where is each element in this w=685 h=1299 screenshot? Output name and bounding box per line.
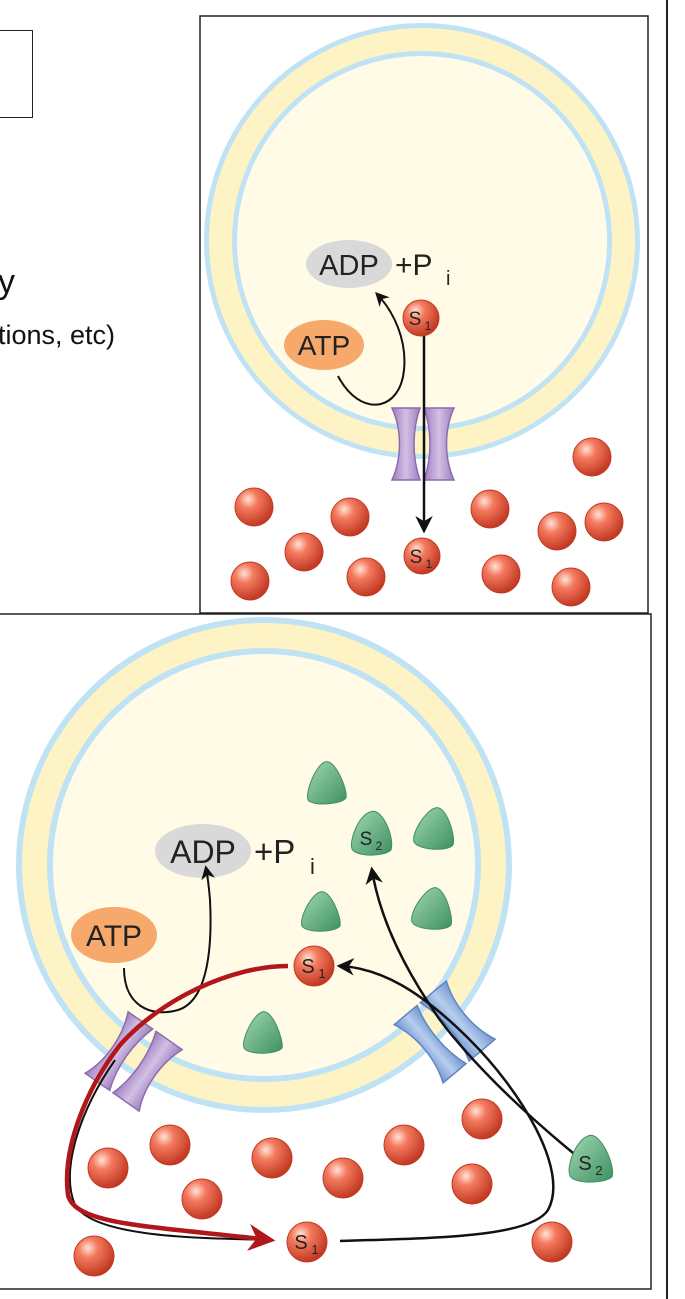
top-pi-subscript: i <box>446 268 450 290</box>
bottom-atp-hydrolysis-arrow <box>123 865 216 1014</box>
top-atp-hydrolysis-arrow <box>337 291 406 406</box>
bottom-s1-return-arrow <box>336 957 555 1243</box>
bottom-panel: S 2 ADP +P i ATP S 1 <box>0 613 652 1290</box>
bottom-s2-inside-triangle <box>350 810 393 856</box>
top-s1-outside-sub: 1 <box>426 557 433 571</box>
top-adp-label: ADP <box>319 250 379 282</box>
top-s1-outside-ball <box>403 537 441 575</box>
bottom-s1-outside-ball <box>286 1221 328 1263</box>
bottom-plus-p: +P <box>254 833 295 870</box>
bottom-s1-inside-ball <box>293 945 335 987</box>
top-panel: ADP +P i ATP S 1 <box>199 15 649 614</box>
top-outside-s1-cluster <box>230 437 624 607</box>
bottom-s2-outside-sub: 2 <box>595 1163 602 1178</box>
top-cytoplasm <box>237 56 607 426</box>
bottom-s2-inside-label: S <box>360 829 373 850</box>
bottom-s1-outside-label: S <box>294 1232 307 1254</box>
slide-edge-line <box>666 0 668 1299</box>
subtext-fragment: tions, etc) <box>0 320 116 350</box>
top-adp-badge <box>306 240 392 288</box>
bottom-blue-cotransporter <box>392 979 497 1085</box>
bottom-adp-badge <box>155 824 251 878</box>
bottom-pi-subscript: i <box>310 854 315 879</box>
bottom-atp-label: ATP <box>86 920 142 953</box>
bottom-atp-badge <box>71 907 157 963</box>
bottom-s1-efflux-red-arrow <box>64 963 289 1251</box>
heading-fragment: y <box>0 263 15 301</box>
top-s1-inside-sub: 1 <box>425 319 432 333</box>
slide-fragment-box <box>0 30 33 118</box>
top-s1-inside-label: S <box>409 309 422 330</box>
bottom-s2-cluster-inside <box>243 761 455 1054</box>
bottom-s2-outside-triangle <box>568 1134 614 1183</box>
top-atp-label: ATP <box>298 330 350 361</box>
bottom-s1-outside-sub: 1 <box>311 1242 318 1257</box>
bottom-s1-inside-sub: 1 <box>318 966 325 981</box>
top-s1-outside-label: S <box>410 547 423 568</box>
top-atp-badge <box>284 320 364 370</box>
bottom-adp-label: ADP <box>170 834 236 870</box>
bottom-s1-inside-label: S <box>301 956 314 978</box>
bottom-s2-inside-sub: 2 <box>376 839 383 853</box>
top-s1-inside-ball <box>402 299 440 337</box>
bottom-s2-outside-label: S <box>578 1153 591 1175</box>
top-pump <box>390 407 456 481</box>
bottom-outside-s1-cluster <box>73 1098 573 1277</box>
top-plus-p: +P <box>395 249 433 282</box>
